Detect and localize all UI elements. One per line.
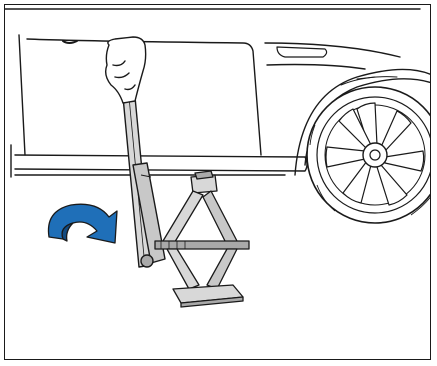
jack-raising-illustration bbox=[5, 5, 431, 360]
wheel-icon bbox=[307, 87, 431, 223]
rotate-clockwise-arrow-icon bbox=[48, 204, 117, 243]
illustration-frame bbox=[4, 4, 431, 360]
scissor-jack-icon bbox=[155, 171, 249, 307]
hand-icon bbox=[106, 37, 146, 103]
